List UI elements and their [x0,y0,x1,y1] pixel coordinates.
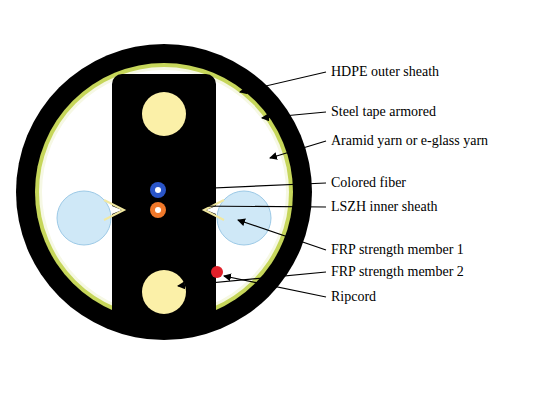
inner-sheath [112,74,216,330]
ripcord [211,266,223,278]
notch-edge [204,200,224,220]
callout-label: FRP strength member 1 [330,242,465,258]
leader-line [224,276,326,297]
frp-member-1 [142,92,186,136]
leader-line [178,272,326,286]
leader-line [238,220,326,250]
notch-edge [104,200,124,220]
frp-member-2 [217,191,271,245]
frp-member-1 [142,270,186,314]
fiber-orange [150,202,166,218]
leader-line [240,72,326,92]
outer-sheath [16,44,312,340]
fiber-blue [150,182,166,198]
callout-label: FRP strength member 2 [330,264,465,280]
callout-label: Ripcord [330,289,377,305]
fiber-core [155,207,161,213]
callout-label: HDPE outer sheath [330,64,440,80]
frp-member-2 [57,191,111,245]
callout-label: Steel tape armored [330,104,437,120]
leader-line [168,183,326,190]
leader-line [270,141,326,158]
callout-label: LSZH inner sheath [330,199,439,215]
leader-line [262,112,326,118]
callout-label: Colored fiber [330,175,407,191]
leader-line [190,206,326,207]
interior [42,70,286,314]
fiber-core [155,187,161,193]
callout-label: Aramid yarn or e-glass yarn [330,133,489,149]
